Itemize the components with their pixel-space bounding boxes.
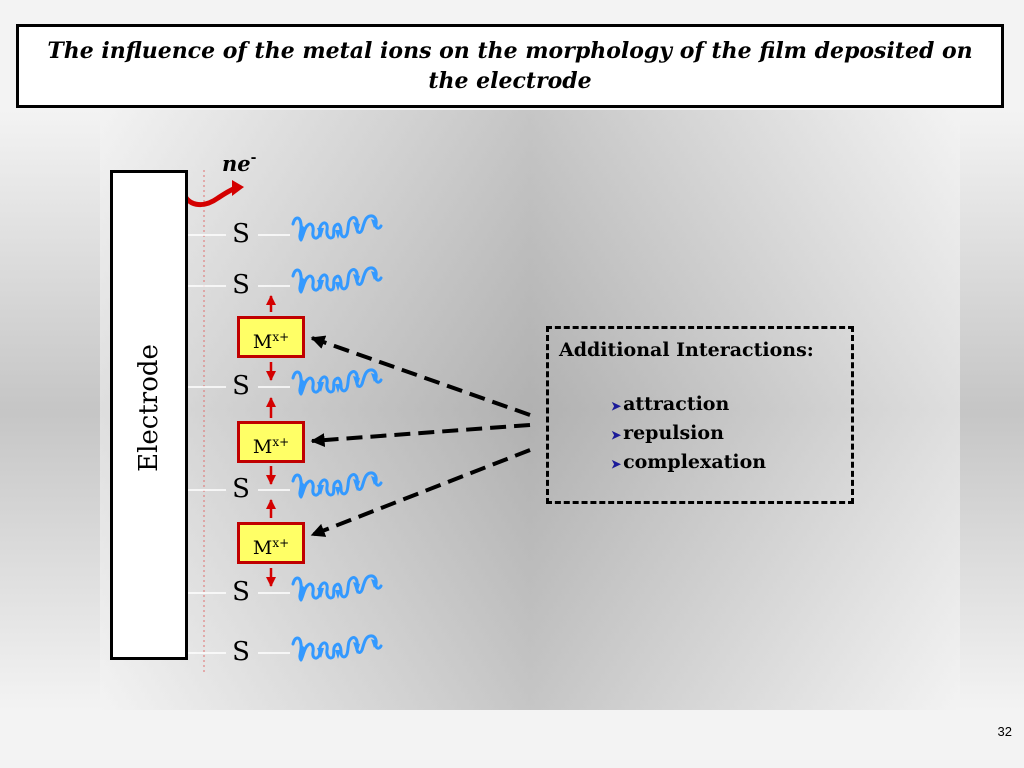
metal-symbol: M: [252, 537, 273, 559]
metal-ion-box: Mx+: [237, 522, 305, 564]
electron-transfer-arrow: [179, 180, 244, 208]
list-item: ➤attraction: [611, 391, 766, 420]
surfactant-head: S: [232, 637, 250, 667]
interaction-list: ➤attraction ➤repulsion ➤complexation: [611, 391, 766, 478]
page-number: 32: [997, 724, 1012, 739]
metal-charge: x+: [272, 435, 290, 449]
surfactant-head: S: [232, 371, 250, 401]
electrode-label: Electrode: [134, 344, 164, 472]
surfactant-head: S: [232, 577, 250, 607]
interaction-label: repulsion: [623, 422, 724, 444]
metal-ion-box: Mx+: [237, 316, 305, 358]
arrow-bullet-icon: ➤: [611, 399, 622, 413]
list-item: ➤repulsion: [611, 420, 766, 449]
arrow-bullet-icon: ➤: [611, 457, 622, 471]
metal-symbol: M: [252, 331, 273, 353]
metal-symbol: M: [252, 436, 273, 458]
surfactant-connectors: [188, 234, 290, 654]
interaction-label: attraction: [623, 393, 730, 415]
list-item: ➤complexation: [611, 449, 766, 478]
metal-charge: x+: [272, 330, 290, 344]
surfactant-head: S: [232, 270, 250, 300]
surfactant-head: S: [232, 219, 250, 249]
metal-charge: x+: [272, 536, 290, 550]
electron-prefix: ne: [222, 151, 251, 176]
interaction-arrows: [310, 335, 531, 537]
additional-interactions-box: Additional Interactions: ➤attraction ➤re…: [546, 326, 854, 504]
surfactant-head: S: [232, 474, 250, 504]
slide-title: The influence of the metal ions on the m…: [16, 24, 1004, 108]
electron-label: ne-: [222, 150, 256, 176]
annotation-heading: Additional Interactions:: [559, 339, 814, 361]
electron-charge: -: [250, 150, 257, 166]
interaction-label: complexation: [623, 451, 767, 473]
arrow-bullet-icon: ➤: [611, 428, 622, 442]
metal-ion-box: Mx+: [237, 421, 305, 463]
electrode: [110, 170, 188, 660]
